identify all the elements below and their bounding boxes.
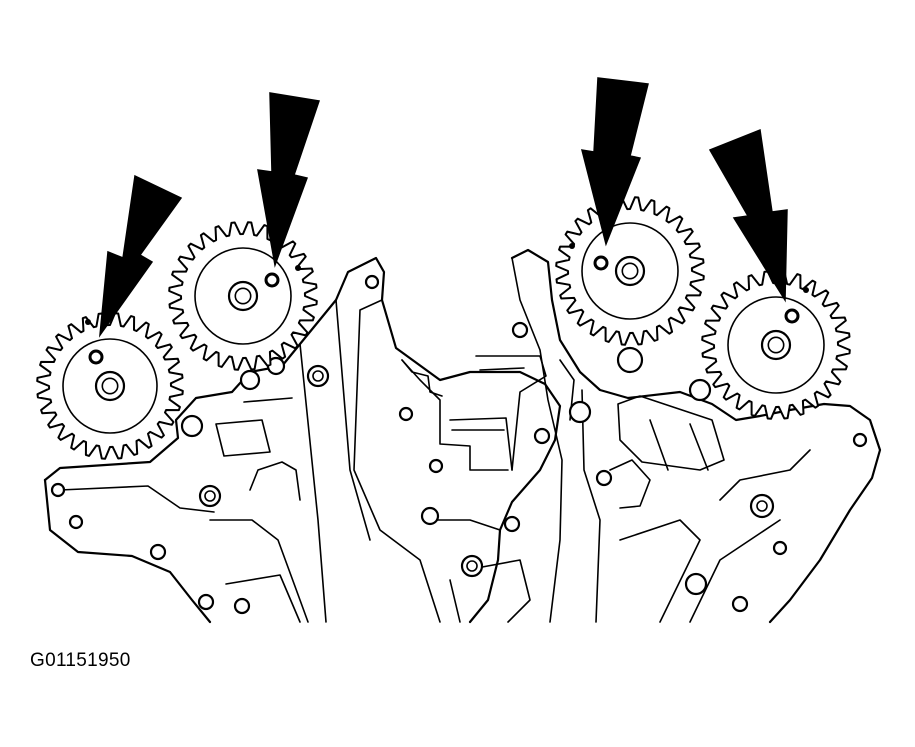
timing-mark-hole	[784, 308, 800, 324]
sprocket-face	[194, 247, 292, 345]
timing-mark-hole	[264, 272, 280, 288]
sprocket-hub	[227, 280, 259, 312]
sprocket-face	[62, 338, 158, 434]
sprocket-bore	[767, 336, 785, 354]
sprocket-bore	[101, 377, 119, 395]
sprocket-face	[727, 296, 825, 394]
sprocket-hub	[614, 255, 646, 287]
timing-mark-dot	[295, 265, 301, 271]
timing-mark-dot	[569, 243, 575, 249]
figure-id-label: G01151950	[30, 650, 131, 671]
arrow-4	[708, 128, 788, 303]
camshaft-sprockets	[36, 196, 851, 460]
cylinder-head-left	[43, 256, 562, 624]
sprocket-bore	[234, 287, 252, 305]
sprocket-face	[581, 222, 679, 320]
sprocket-hub	[94, 370, 126, 402]
timing-mark-hole	[593, 255, 609, 271]
left-bank-exhaust-camshaft-sprocket	[36, 312, 184, 460]
sprocket-bore	[621, 262, 639, 280]
sprocket-hub	[760, 329, 792, 361]
indicator-arrows	[98, 77, 788, 338]
timing-mark-dot	[85, 319, 91, 325]
timing-mark-hole	[88, 349, 104, 365]
arrow-2	[257, 92, 320, 268]
arrow-3	[580, 77, 649, 247]
bolt-holes	[50, 274, 868, 615]
engine-timing-diagram	[36, 77, 882, 624]
center-valley	[449, 355, 547, 623]
right-bank-intake-camshaft-sprocket	[555, 196, 705, 346]
cylinder-head-right	[510, 248, 882, 624]
timing-mark-dot	[803, 287, 809, 293]
right-bank-exhaust-camshaft-sprocket	[701, 270, 851, 420]
left-bank-intake-camshaft-sprocket	[168, 221, 318, 371]
arrow-1	[98, 174, 183, 338]
